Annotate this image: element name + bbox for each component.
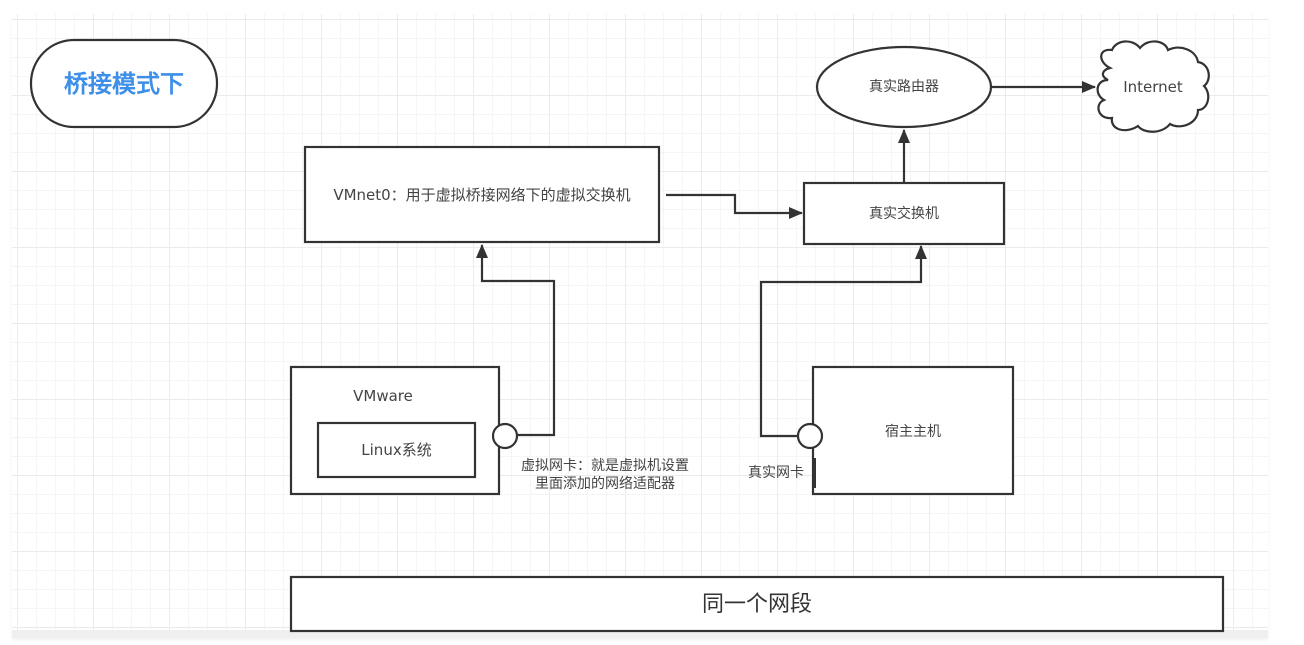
real-switch-label: 真实交换机 [869,206,939,222]
diagram-canvas [12,14,1268,638]
virtual-nic-label-line1: 虚拟网卡：就是虚拟机设置 [521,458,689,474]
edge-real-nic-to-real-switch[interactable] [759,245,927,438]
edge-virtual-nic-to-vmnet0[interactable] [476,244,556,437]
vmnet0-box[interactable] [303,145,661,244]
same-segment-label: 同一个网段 [701,592,812,617]
edge-vmnet0-to-real-switch[interactable] [666,193,803,219]
real-router-label: 真实路由器 [869,79,939,95]
host-box-overlay [814,458,826,488]
linux-box[interactable] [316,421,477,479]
title-shape[interactable] [29,38,219,129]
linux-label: Linux系统 [361,441,432,459]
real-switch-box[interactable] [802,181,1006,246]
vmnet0-label: VMnet0：用于虚拟桥接网络下的虚拟交换机 [333,186,631,204]
internet-cloud[interactable] [1096,40,1210,133]
real-nic-port-icon[interactable] [796,422,824,450]
virtual-nic-port-icon[interactable] [491,422,519,450]
same-segment-box[interactable] [289,575,1225,633]
host-label: 宿主主机 [885,424,941,440]
host-box[interactable] [811,365,1015,496]
canvas-bottom-edge [12,630,1268,638]
diagram-title: 桥接模式下 [64,70,184,98]
real-nic-label: 真实网卡 [748,465,804,481]
internet-label: Internet [1123,78,1183,96]
vmware-label: VMware [353,387,413,405]
virtual-nic-label-line2: 里面添加的网络适配器 [535,476,675,492]
